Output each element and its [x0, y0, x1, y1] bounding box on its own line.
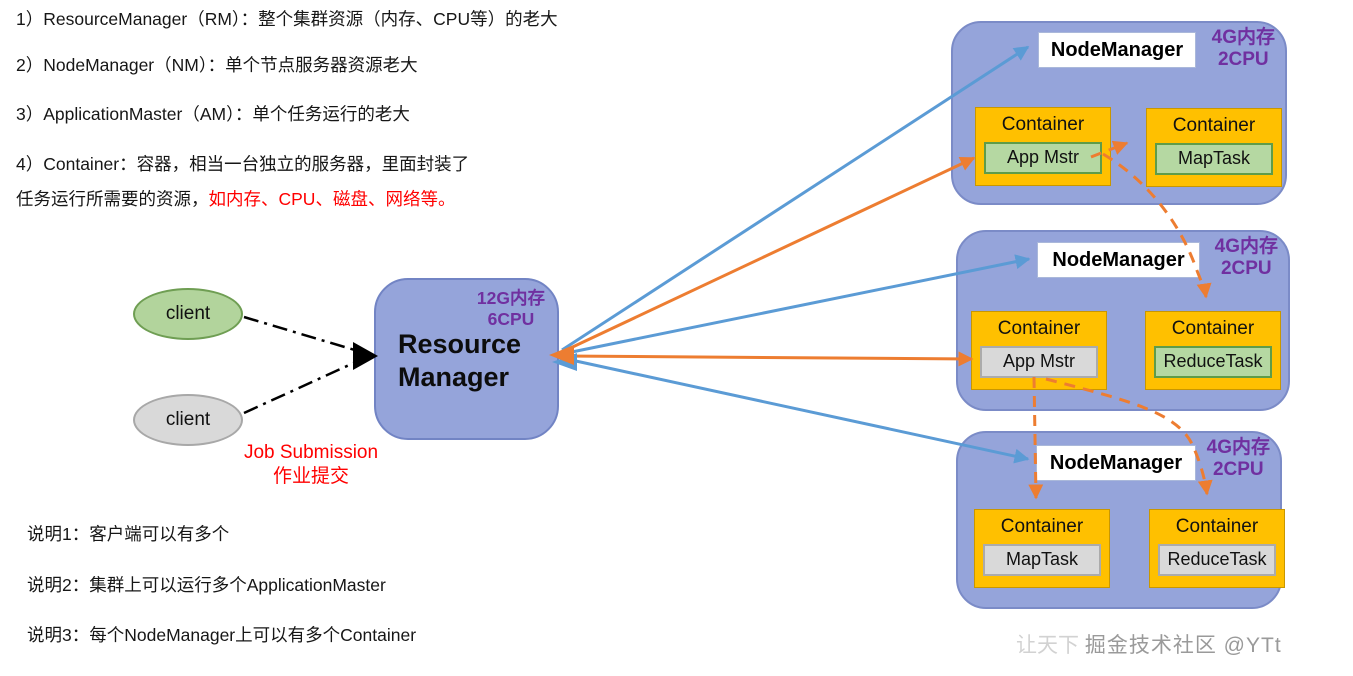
nm1-container-2-label: Container [1172, 115, 1256, 136]
nm1-container-1-label: Container [1001, 114, 1085, 135]
watermark-main: 掘金技术社区 @YTt [1084, 634, 1282, 657]
nm1-maptask: MapTask [1155, 143, 1273, 175]
resource-manager-memory: 12G内存 [476, 288, 545, 308]
resource-manager-spec: 12G内存 6CPU [477, 288, 545, 330]
definition-applicationmaster: 3）ApplicationMaster（AM）：单个任务运行的老大 [16, 104, 410, 124]
node-manager-1-spec: 4G内存 2CPU [1212, 27, 1275, 71]
node-manager-3-spec: 4G内存 2CPU [1207, 437, 1270, 481]
watermark: 让天下 掘金技术社区 @YTt [1016, 629, 1282, 659]
node-manager-2-title: NodeManager [1037, 242, 1200, 278]
node-manager-2-memory: 4G内存 [1214, 236, 1278, 257]
nm2-container-2: Container ReduceTask [1145, 311, 1281, 390]
definition-container-line1: 4）Container：容器，相当一台独立的服务器，里面封装了 [16, 154, 470, 174]
definition-container-line2: 任务运行所需要的资源，如内存、CPU、磁盘、网络等。 [16, 186, 455, 211]
nm2-container-1-label: Container [997, 318, 1081, 339]
node-manager-3-title: NodeManager [1036, 445, 1196, 481]
nm3-container-2-label: Container [1175, 516, 1259, 537]
job-submission-label: Job Submission 作业提交 [240, 441, 382, 489]
resource-manager-cpu: 6CPU [487, 309, 535, 329]
resource-manager-title: Resource Manager [398, 328, 521, 394]
node-manager-2-spec: 4G内存 2CPU [1215, 236, 1278, 280]
node-manager-box-3: NodeManager 4G内存 2CPU Container MapTask … [956, 431, 1285, 609]
node-manager-3-cpu: 2CPU [1212, 459, 1264, 480]
client2-to-rm-line [243, 359, 359, 415]
definition-container-line2-red: 如内存、CPU、磁盘、网络等。 [208, 189, 456, 209]
definition-container-line2-black: 任务运行所需要的资源， [16, 189, 209, 209]
node-manager-2-cpu: 2CPU [1220, 258, 1272, 279]
nm3-maptask: MapTask [983, 544, 1101, 576]
node-manager-1-cpu: 2CPU [1217, 49, 1269, 70]
nm2-container-2-label: Container [1171, 318, 1255, 339]
nm1-container-2: Container MapTask [1146, 108, 1282, 187]
resource-manager-title-line2: Manager [398, 362, 510, 392]
note-1: 说明1：客户端可以有多个 [27, 524, 230, 544]
client-node-2: client [133, 394, 243, 446]
definition-resourcemanager: 1）ResourceManager（RM）：整个集群资源（内存、CPU等）的老大 [16, 9, 558, 29]
nm2-app-mstr: App Mstr [980, 346, 1098, 378]
node-manager-box-2: NodeManager 4G内存 2CPU Container App Mstr… [956, 230, 1290, 411]
resource-manager-title-line1: Resource [398, 329, 522, 359]
nm2-container-1: Container App Mstr [971, 311, 1107, 390]
nm3-reducetask: ReduceTask [1158, 544, 1276, 576]
nm2-reducetask: ReduceTask [1154, 346, 1272, 378]
nm1-app-mstr: App Mstr [984, 142, 1102, 174]
nm3-container-2: Container ReduceTask [1149, 509, 1285, 588]
rm-to-nm1-appmstr-arrow [561, 156, 976, 354]
client-node-2-label: client [165, 409, 211, 430]
node-manager-1-title: NodeManager [1038, 32, 1196, 68]
client1-to-rm-line [243, 315, 359, 353]
note-2: 说明2：集群上可以运行多个ApplicationMaster [27, 575, 386, 595]
resource-manager-box: 12G内存 6CPU Resource Manager [374, 278, 559, 440]
client-node-1: client [133, 288, 243, 340]
rm-to-nm2-appmstr-arrow [561, 351, 974, 367]
note-3: 说明3：每个NodeManager上可以有多个Container [27, 625, 417, 645]
job-submission-zh: 作业提交 [272, 466, 349, 487]
watermark-faint: 让天下 [1016, 634, 1079, 657]
nm1-container-1: Container App Mstr [975, 107, 1111, 186]
node-manager-box-1: NodeManager 4G内存 2CPU Container App Mstr… [951, 21, 1287, 205]
definition-nodemanager: 2）NodeManager（NM）：单个节点服务器资源老大 [16, 55, 418, 75]
node-manager-3-memory: 4G内存 [1206, 437, 1270, 458]
node-manager-1-memory: 4G内存 [1211, 27, 1275, 48]
job-submission-en: Job Submission [243, 442, 379, 463]
client-node-1-label: client [165, 303, 211, 324]
nm3-container-1-label: Container [1000, 516, 1084, 537]
nm3-container-1: Container MapTask [974, 509, 1110, 588]
